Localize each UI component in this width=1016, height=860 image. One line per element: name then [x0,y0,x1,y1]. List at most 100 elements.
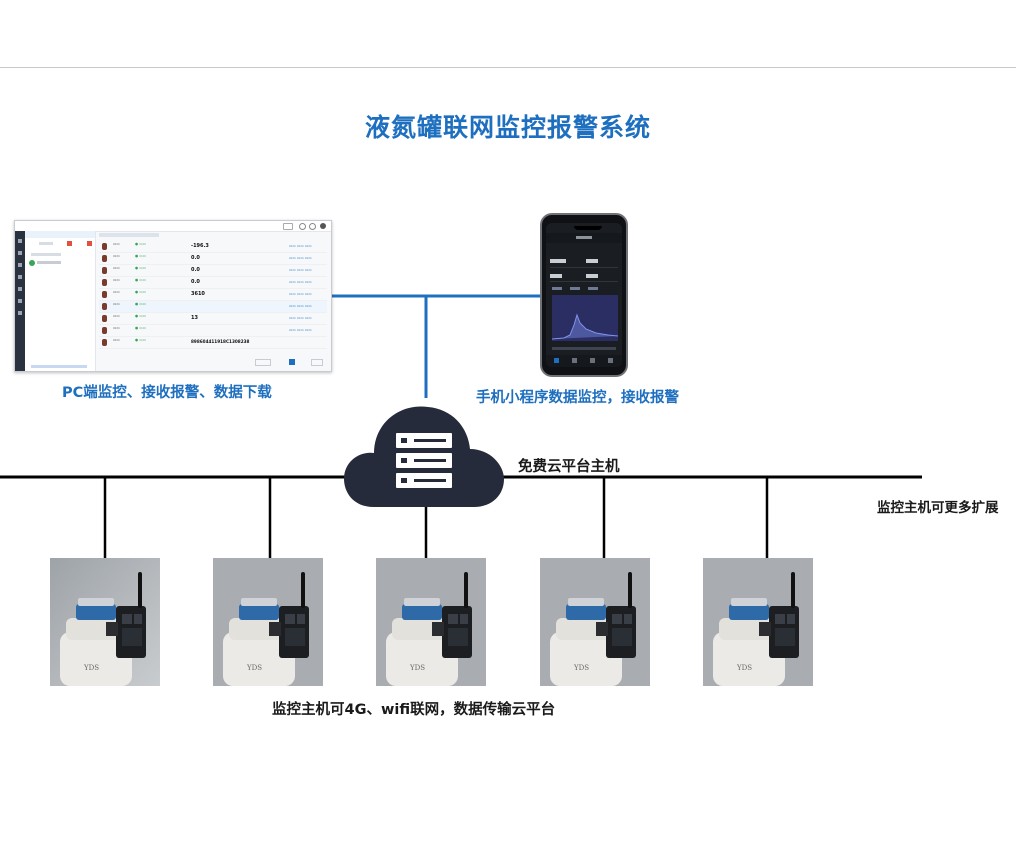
row-links: ▭▭ ▭▭ ▭▭ [289,316,312,320]
table-row: ▭▭ ● ▭▭ 13 ▭▭ ▭▭ ▭▭ [99,313,327,325]
tank-icon [102,243,107,250]
pc-side-badge [87,241,92,246]
row-links: ▭▭ ▭▭ ▭▭ [289,328,312,332]
pc-topbar-button [283,223,293,230]
pc-device-tree [25,231,96,371]
phone-legend-item [570,287,580,290]
status-badge: ● ▭▭ [135,290,147,294]
tank-icon [102,267,107,274]
bottom-caption: 监控主机可4G、wifi联网，数据传输云平台 [272,702,556,718]
status-badge: ● ▭▭ [135,278,147,282]
device-name: ▭▭ [113,254,120,258]
pc-rail-icon [18,239,22,243]
pc-rail-icon [18,299,22,303]
pc-topbar-avatar [320,223,326,229]
pc-caption: PC端监控、接收报警、数据下载 [62,385,272,401]
device-name: ▭▭ [113,290,120,294]
table-row: ▭▭ ● ▭▭ 898604411918C1308238 [99,337,327,349]
phone-reading-3 [550,274,562,278]
table-row: ▭▭ ● ▭▭ 0.0 ▭▭ ▭▭ ▭▭ [99,265,327,277]
phone-reading-2 [586,259,598,263]
phone-legend [552,287,616,291]
pc-monitor-screenshot: ▭▭ ● ▭▭ -196.3 ▭▭ ▭▭ ▭▭ ▭▭ ● ▭▭ 0.0 ▭▭ ▭… [14,220,332,372]
reading-value: 898604411918C1308238 [191,339,250,344]
phone-tabbar [546,355,622,367]
status-badge: ● ▭▭ [135,302,147,306]
phone-title [576,236,592,239]
monitor-device-3: YDS [376,558,486,686]
monitor-device-2: YDS [213,558,323,686]
phone-status-bar [552,347,616,350]
device-name: ▭▭ [113,242,120,246]
pc-side-header [25,231,95,238]
monitor-device-4: YDS [540,558,650,686]
reading-value: 0.0 [191,267,200,273]
page-size-box [255,359,271,366]
phone-tab-icon [590,358,595,363]
device-name: ▭▭ [113,338,120,342]
page-jump-box [311,359,323,366]
device-label: YDS [736,664,752,672]
cloud-caption: 免费云平台主机 [518,459,620,475]
phone-legend-item [588,287,598,290]
page-number-active [289,359,295,365]
pc-side-device-label [37,261,61,264]
tank-icon [102,339,107,346]
phone-miniprogram-screenshot [540,213,628,377]
tank-icon [102,279,107,286]
device-name: ▭▭ [113,302,120,306]
status-badge: ● ▭▭ [135,266,147,270]
pc-side-tab [39,242,53,245]
pc-rail-icon [18,311,22,315]
phone-legend-item [552,287,562,290]
table-row: ▭▭ ● ▭▭ -196.3 ▭▭ ▭▭ ▭▭ [99,241,327,253]
reading-value: 3610 [191,291,205,297]
page-title: 液氮罐联网监控报警系统 [364,113,651,142]
table-row: ▭▭ ● ▭▭ 0.0 ▭▭ ▭▭ ▭▭ [99,277,327,289]
pc-topbar-icon [299,223,306,230]
phone-reading-row [550,269,618,282]
top-divider [0,67,1016,68]
status-badge: ● ▭▭ [135,254,147,258]
pc-rail-icon [18,275,22,279]
row-links: ▭▭ ▭▭ ▭▭ [289,280,312,284]
phone-notch [574,226,602,230]
device-name: ▭▭ [113,314,120,318]
row-links: ▭▭ ▭▭ ▭▭ [289,244,312,248]
phone-tab-icon [608,358,613,363]
pc-rail-icon [18,263,22,267]
phone-tab-icon [572,358,577,363]
pc-side-device [29,260,35,266]
device-name: ▭▭ [113,278,120,282]
pc-topbar-icon [309,223,316,230]
device-label: YDS [573,664,589,672]
phone-reading-1 [550,259,566,263]
row-links: ▭▭ ▭▭ ▭▭ [289,256,312,260]
pc-side-badge [67,241,72,246]
pc-rail-icon [18,287,22,291]
tank-icon [102,327,107,334]
row-links: ▭▭ ▭▭ ▭▭ [289,268,312,272]
tank-icon [102,303,107,310]
pagination [255,359,327,366]
phone-screen [546,223,622,367]
device-label: YDS [83,664,99,672]
pc-topbar [15,221,331,232]
reading-value: 0.0 [191,255,200,261]
phone-trend-chart [552,295,618,341]
status-badge: ● ▭▭ [135,314,147,318]
pc-side-footer [31,365,87,368]
reading-value: 13 [191,315,198,321]
device-label: YDS [409,664,425,672]
phone-reading-row [550,253,618,268]
cloud-server-icon [344,395,504,507]
status-badge: ● ▭▭ [135,326,147,330]
table-row: ▭▭ ● ▭▭ 0.0 ▭▭ ▭▭ ▭▭ [99,253,327,265]
table-row: ▭▭ ● ▭▭ ▭▭ ▭▭ ▭▭ [99,301,327,313]
tank-icon [102,255,107,262]
table-row: ▭▭ ● ▭▭ 3610 ▭▭ ▭▭ ▭▭ [99,289,327,301]
pc-side-group [31,253,61,256]
phone-caption: 手机小程序数据监控，接收报警 [476,390,679,406]
status-badge: ● ▭▭ [135,338,147,342]
